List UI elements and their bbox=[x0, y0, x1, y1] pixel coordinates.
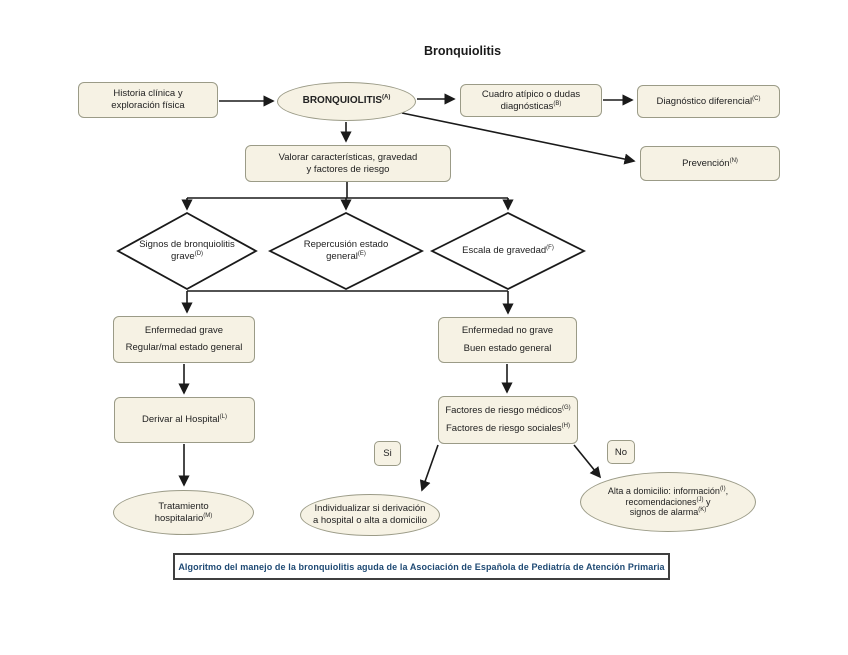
node-text: Alta a domicilio: información(I), bbox=[607, 485, 729, 496]
node-enfermedad-no-grave: Enfermedad no grave Buen estado general bbox=[438, 317, 577, 363]
node-historia-clinica: Historia clínica y exploración física bbox=[78, 82, 218, 118]
ref-sup: (C) bbox=[752, 95, 761, 102]
ref-sup: (K) bbox=[698, 507, 707, 514]
node-text: Valorar características, gravedad bbox=[278, 151, 418, 163]
figure-caption-text: Algoritmo del manejo de la bronquiolitis… bbox=[178, 561, 665, 572]
node-text: Factores de riesgo médicos(G) bbox=[445, 404, 571, 417]
label-si: Si bbox=[374, 441, 401, 466]
ref-sup: (D) bbox=[194, 250, 204, 257]
node-text: Repercusión estado bbox=[303, 239, 389, 251]
figure-caption: Algoritmo del manejo de la bronquiolitis… bbox=[173, 553, 670, 580]
diamond-escala-label: Escala de gravedad(F) bbox=[432, 213, 584, 289]
node-text: Derivar al Hospital(L) bbox=[142, 413, 227, 426]
node-factores-riesgo: Factores de riesgo médicos(G) Factores d… bbox=[438, 396, 578, 444]
label-no-text: No bbox=[614, 446, 628, 458]
node-tratamiento-hospitalario: Tratamiento hospitalario(M) bbox=[113, 490, 254, 535]
node-text: Cuadro atípico o dudas bbox=[481, 88, 581, 100]
node-text: diagnósticas(B) bbox=[500, 100, 562, 112]
node-cuadro-atipico: Cuadro atípico o dudas diagnósticas(B) bbox=[460, 84, 602, 117]
ref-sup: (A) bbox=[382, 94, 391, 101]
node-individualizar: Individualizar si derivación a hospital … bbox=[300, 494, 440, 536]
ref-sup: (L) bbox=[219, 413, 227, 420]
ref-sup: (E) bbox=[357, 250, 366, 257]
ref-sup: (I) bbox=[719, 485, 726, 492]
node-prevencion: Prevención(N) bbox=[640, 146, 780, 181]
node-text: grave(D) bbox=[170, 250, 204, 262]
node-text: signos de alarma(K) bbox=[629, 507, 707, 518]
node-text: recomendaciones(J) y bbox=[625, 496, 711, 507]
node-text: hospitalario(M) bbox=[154, 512, 213, 524]
node-text: BRONQUIOLITIS(A) bbox=[302, 94, 391, 107]
node-text: Enfermedad no grave bbox=[461, 325, 554, 337]
node-text: Escala de gravedad(F) bbox=[462, 244, 554, 257]
ref-sup: (M) bbox=[203, 512, 213, 519]
diamond-signos-shape bbox=[116, 211, 258, 291]
node-text: Prevención(N) bbox=[682, 157, 738, 169]
node-text: Diagnóstico diferencial(C) bbox=[656, 95, 761, 107]
arrow-factores-to-alta bbox=[573, 444, 602, 479]
node-enfermedad-grave: Enfermedad grave Regular/mal estado gene… bbox=[113, 316, 255, 363]
ref-sup: (G) bbox=[562, 404, 571, 411]
ref-sup: (H) bbox=[561, 422, 570, 429]
node-text: Signos de bronquiolitis bbox=[139, 239, 235, 251]
diamond-repercusion-shape bbox=[267, 211, 425, 291]
diagram-title: Bronquiolitis bbox=[423, 44, 502, 58]
node-derivar-hospital: Derivar al Hospital(L) bbox=[114, 397, 255, 443]
ref-sup: (F) bbox=[546, 244, 554, 251]
node-text: a hospital o alta a domicilio bbox=[312, 515, 428, 526]
node-text: Historia clínica y bbox=[113, 88, 183, 100]
node-text: Regular/mal estado general bbox=[125, 342, 243, 354]
node-text: y factores de riesgo bbox=[306, 163, 390, 175]
label-si-text: Si bbox=[383, 448, 392, 459]
node-diagnostico-diferencial: Diagnóstico diferencial(C) bbox=[637, 85, 780, 118]
diamond-signos-label: Signos de bronquiolitis grave(D) bbox=[118, 213, 256, 289]
arrow-bronquiolitis-to-prevencion bbox=[401, 112, 636, 165]
node-text: Enfermedad grave bbox=[144, 324, 224, 336]
label-no: No bbox=[607, 440, 635, 464]
node-text: exploración física bbox=[111, 100, 185, 111]
diamond-repercusion-label: Repercusión estado general(E) bbox=[270, 213, 422, 289]
node-text: Tratamiento bbox=[158, 500, 209, 512]
node-text: general(E) bbox=[326, 250, 366, 262]
node-text: Buen estado general bbox=[463, 342, 552, 354]
node-bronquiolitis: BRONQUIOLITIS(A) bbox=[277, 82, 416, 121]
arrow-factores-to-individualizar bbox=[419, 444, 439, 492]
diamond-escala-shape bbox=[429, 211, 587, 291]
node-alta-domicilio: Alta a domicilio: información(I), recome… bbox=[580, 472, 756, 532]
node-text: Individualizar si derivación bbox=[314, 503, 426, 515]
node-valorar: Valorar características, gravedad y fact… bbox=[245, 145, 451, 182]
ref-sup: (B) bbox=[553, 100, 562, 107]
ref-sup: (J) bbox=[696, 496, 704, 503]
node-text: Factores de riesgo sociales(H) bbox=[446, 422, 570, 435]
ref-sup: (N) bbox=[729, 157, 738, 164]
